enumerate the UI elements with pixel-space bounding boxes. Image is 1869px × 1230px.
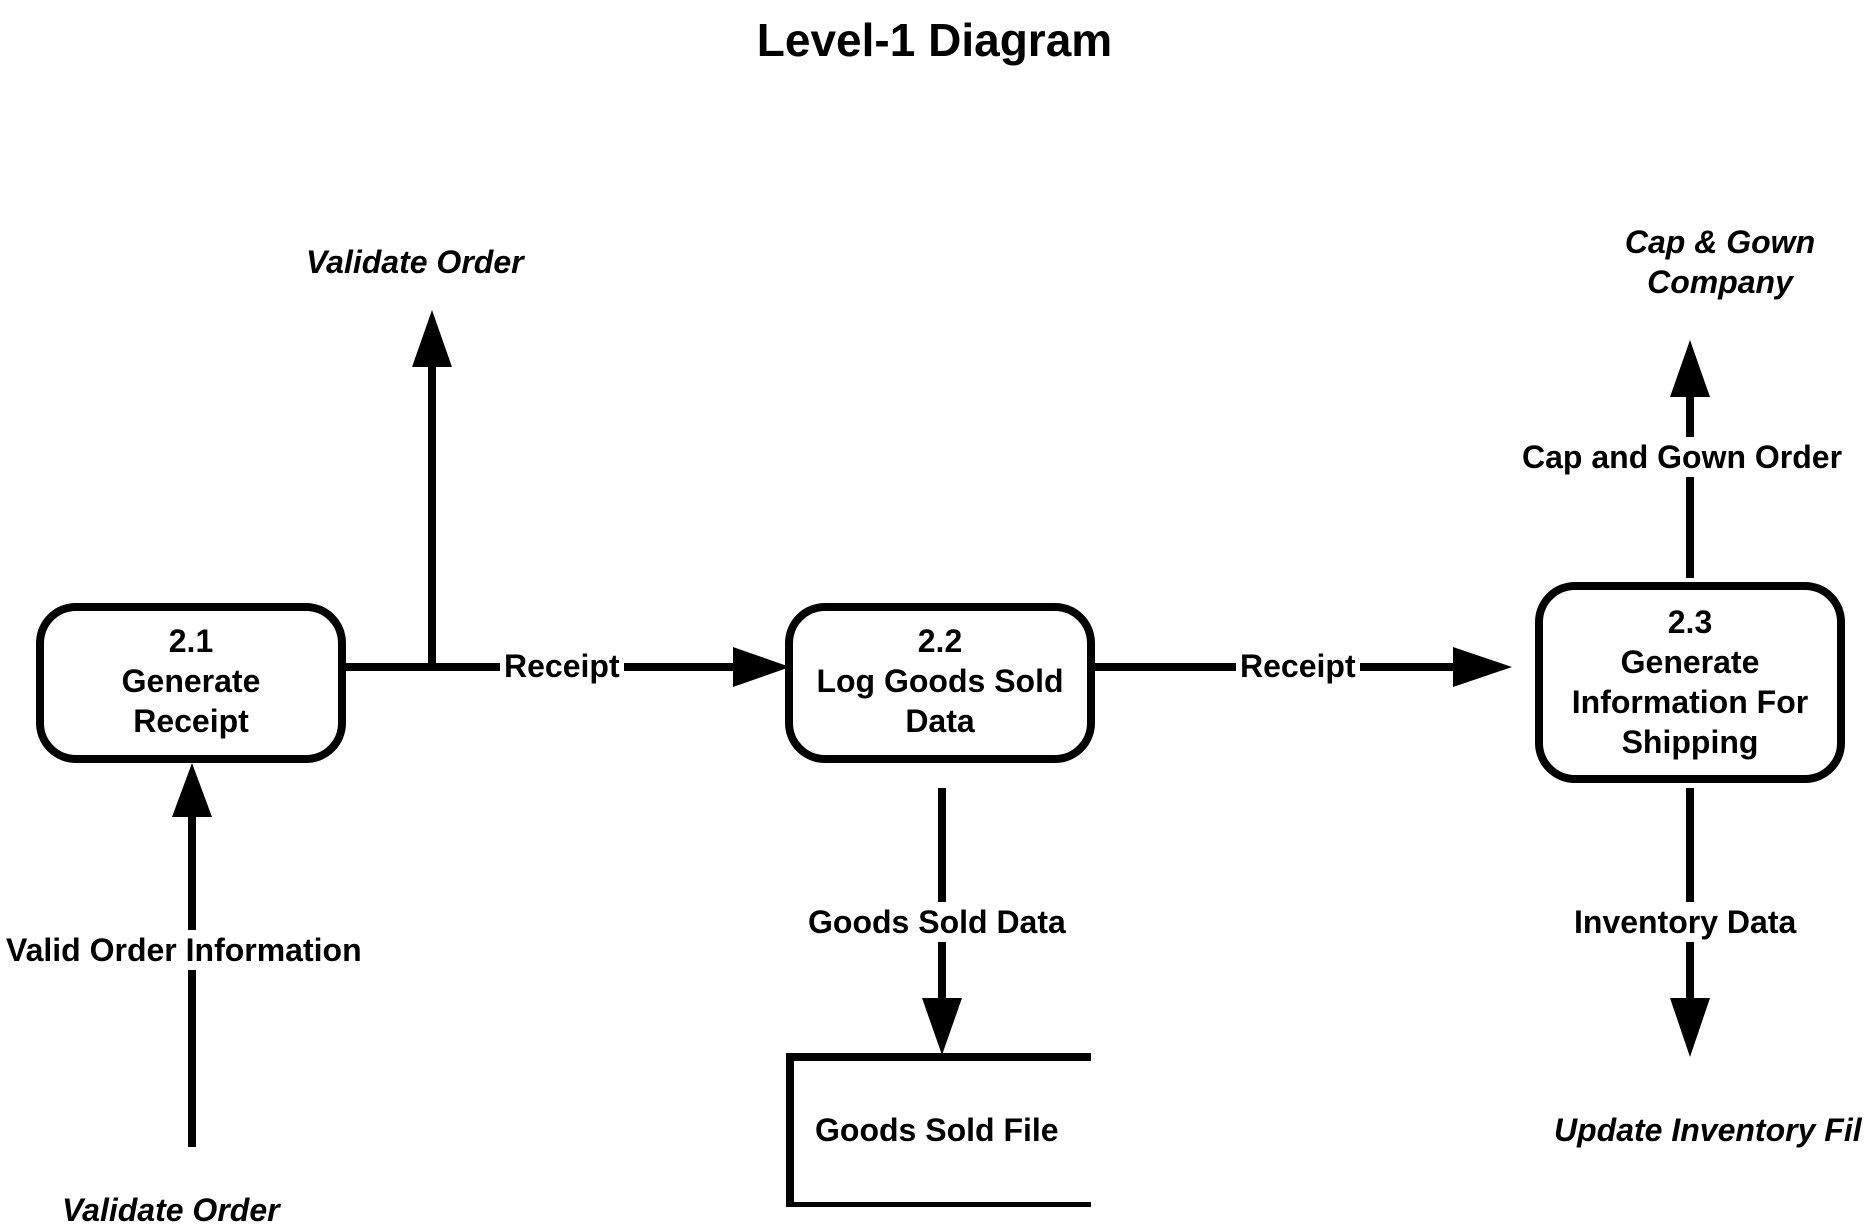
flow-label-valid-order-info: Valid Order Information	[2, 930, 366, 970]
flow-label-goods-sold-data: Goods Sold Data	[804, 902, 1070, 942]
arrowhead-receipt-1	[733, 647, 790, 687]
external-cap-gown-company: Cap & Gown Company	[1580, 222, 1860, 302]
process-2-2-line-1: Log Goods Sold	[816, 663, 1064, 699]
arrowhead-validate-order	[412, 310, 452, 367]
data-store-label: Goods Sold File	[815, 1112, 1059, 1148]
process-2-3-label: 2.3 Generate Information For Shipping	[1539, 602, 1841, 762]
process-2-1-line-1: Generate	[121, 663, 261, 699]
arrowhead-valid-order-info	[172, 763, 212, 817]
external-cap-gown-company-line-2: Company	[1647, 264, 1793, 300]
arrowhead-cap-gown-order	[1670, 340, 1710, 397]
flow-label-receipt-2: Receipt	[1236, 646, 1360, 686]
arrowhead-goods-sold-data	[922, 998, 962, 1055]
process-2-3-line-3: Shipping	[1621, 724, 1759, 760]
process-2-3-line-1: Generate	[1620, 644, 1760, 680]
flow-label-inventory-data: Inventory Data	[1570, 902, 1801, 942]
external-validate-order: Validate Order	[306, 244, 524, 280]
process-2-2-line-2: Data	[905, 703, 975, 739]
process-2-1-box[interactable]	[36, 603, 346, 763]
process-2-2-box[interactable]	[785, 603, 1095, 763]
external-cap-gown-company-line-1: Cap & Gown	[1624, 224, 1816, 260]
process-2-2-label: 2.2 Log Goods Sold Data	[789, 621, 1091, 741]
flow-label-cap-gown-order: Cap and Gown Order	[1518, 437, 1847, 477]
process-2-3-id: 2.3	[1667, 604, 1713, 640]
diagram-title: Level-1 Diagram	[756, 14, 1113, 66]
data-store-outline	[786, 1053, 1091, 1207]
process-2-1-id: 2.1	[168, 623, 214, 659]
process-2-2-id: 2.2	[917, 623, 963, 659]
process-2-3-line-2: Information For	[1571, 684, 1809, 720]
external-update-inventory: Update Inventory Fil	[1554, 1112, 1862, 1148]
process-2-1-label: 2.1 Generate Receipt	[40, 621, 342, 741]
flow-label-receipt-1: Receipt	[500, 646, 624, 686]
external-validate-order-bottom: Validate Order	[62, 1192, 280, 1228]
arrowhead-inventory-data	[1670, 998, 1710, 1057]
process-2-3-box[interactable]	[1535, 582, 1845, 783]
process-2-1-line-2: Receipt	[133, 703, 249, 739]
arrowhead-receipt-2	[1453, 647, 1512, 687]
